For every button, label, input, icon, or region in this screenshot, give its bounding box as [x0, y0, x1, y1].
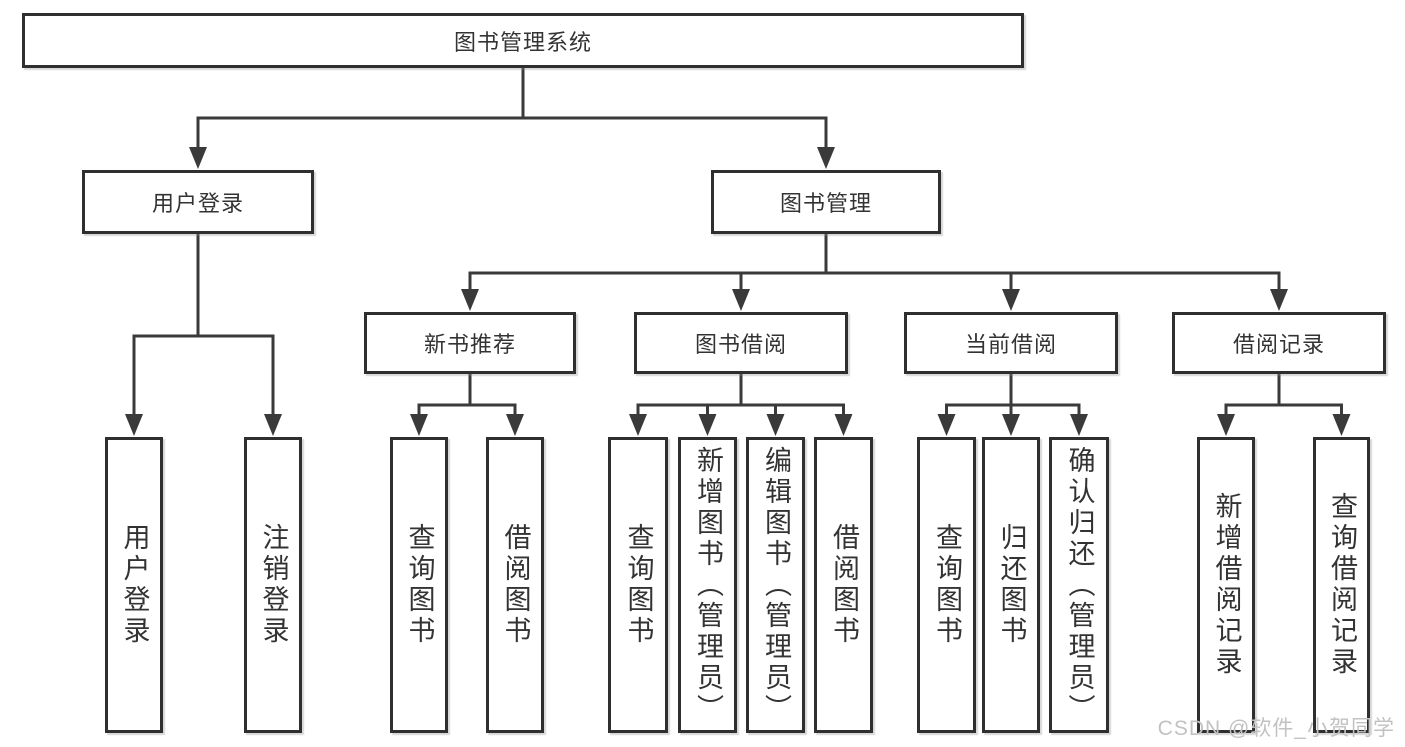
- node-current-borrow: 当前借阅: [904, 312, 1118, 374]
- node-leaf-query-book-1: 查询图书: [390, 437, 448, 733]
- node-borrow-records: 借阅记录: [1172, 312, 1386, 374]
- node-root: 图书管理系统: [22, 13, 1024, 68]
- node-leaf-return-book: 归还图书: [982, 437, 1040, 733]
- node-user-login: 用户登录: [82, 170, 314, 234]
- node-book-borrow: 图书借阅: [634, 312, 848, 374]
- node-leaf-user-login: 用户登录: [105, 437, 163, 733]
- node-book-mgmt: 图书管理: [711, 170, 941, 234]
- node-leaf-edit-book: 编辑图书（管理员）: [746, 437, 805, 733]
- node-leaf-add-book: 新增图书（管理员）: [678, 437, 737, 733]
- node-leaf-add-record: 新增借阅记录: [1197, 437, 1255, 733]
- node-leaf-query-book-3: 查询图书: [917, 437, 976, 733]
- node-leaf-borrow-book-2: 借阅图书: [814, 437, 873, 733]
- node-leaf-borrow-book-1: 借阅图书: [486, 437, 544, 733]
- node-leaf-confirm-return: 确认归还（管理员）: [1049, 437, 1109, 733]
- node-leaf-query-book-2: 查询图书: [608, 437, 668, 733]
- node-leaf-query-record: 查询借阅记录: [1313, 437, 1370, 733]
- watermark: CSDN @软件_小贺同学: [1157, 717, 1395, 740]
- node-leaf-logout: 注销登录: [244, 437, 302, 733]
- node-new-book-rec: 新书推荐: [364, 312, 576, 374]
